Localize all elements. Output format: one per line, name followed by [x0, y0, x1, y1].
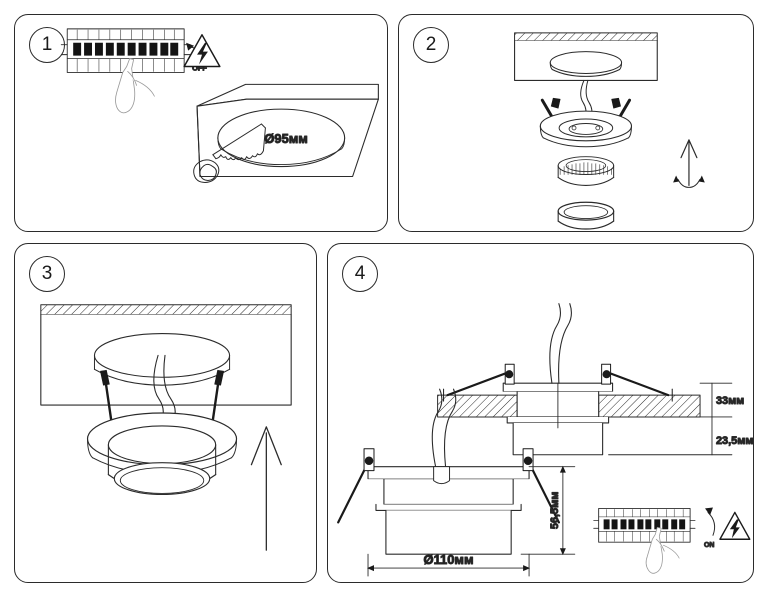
- circuit-breaker-off: [60, 28, 191, 73]
- gx53-lamp-module: [557, 156, 615, 186]
- circuit-breaker-on: [593, 507, 696, 543]
- dimension-33mm: [699, 382, 733, 418]
- panel-step-4: 4: [327, 243, 754, 583]
- up-arrow-icon: [250, 426, 282, 551]
- downlight-housing: [539, 97, 633, 148]
- dimension-565mm: [520, 465, 576, 556]
- panel-number-3: 3: [29, 256, 65, 292]
- dimension-label-56-5mm: 56,5мм: [549, 492, 561, 529]
- dimension-label-33mm: 33мм: [716, 395, 744, 407]
- lamp-ribbing: [559, 162, 612, 175]
- panel-number-2: 2: [413, 27, 449, 63]
- dimension-label-23-5mm: 23,5мм: [716, 435, 753, 447]
- spring-clip-left: [443, 363, 515, 402]
- hand-icon: [645, 526, 665, 574]
- panel-2-artwork: [514, 32, 705, 230]
- spring-clip-right: [522, 448, 560, 524]
- panel-step-2: 2: [398, 14, 754, 232]
- hole-diameter-label: Ø95мм: [264, 131, 307, 146]
- dimension-110mm: [367, 553, 531, 577]
- electrical-hazard-icon: [183, 34, 221, 68]
- hole-circle: [217, 108, 346, 168]
- breaker-state-label-on: ON: [704, 542, 714, 549]
- spring-clip-left: [337, 448, 375, 524]
- electrical-hazard-icon: [719, 511, 751, 540]
- panel-4-artwork: 33мм 23,5мм: [337, 303, 754, 577]
- trim-ring-part: [557, 201, 615, 230]
- up-arrow-twist-icon: [673, 139, 705, 188]
- downlight-in-ceiling: [86, 332, 238, 496]
- panel-3-artwork: [40, 304, 292, 551]
- dimension-label-110mm: Ø110мм: [424, 552, 474, 567]
- on-arrow: [705, 507, 716, 536]
- panel-step-1: 1: [14, 14, 388, 232]
- spring-clip-right: [601, 363, 673, 402]
- panel-1-artwork: OFF: [60, 28, 379, 183]
- installed-section: 33мм 23,5мм: [437, 303, 754, 456]
- panel-number-4: 4: [342, 256, 378, 292]
- panel-step-3: 3: [14, 243, 317, 583]
- fixture-elevation: 56,5мм Ø110мм: [337, 388, 576, 577]
- hand-icon: [115, 58, 138, 114]
- breaker-switch-row: [603, 519, 686, 530]
- breaker-state-label-off: OFF: [192, 63, 207, 72]
- ceiling-hole: [549, 51, 623, 77]
- keyhole-saw-icon: [193, 123, 266, 183]
- dimension-235mm: [608, 416, 733, 456]
- breaker-switch-row: [73, 42, 179, 56]
